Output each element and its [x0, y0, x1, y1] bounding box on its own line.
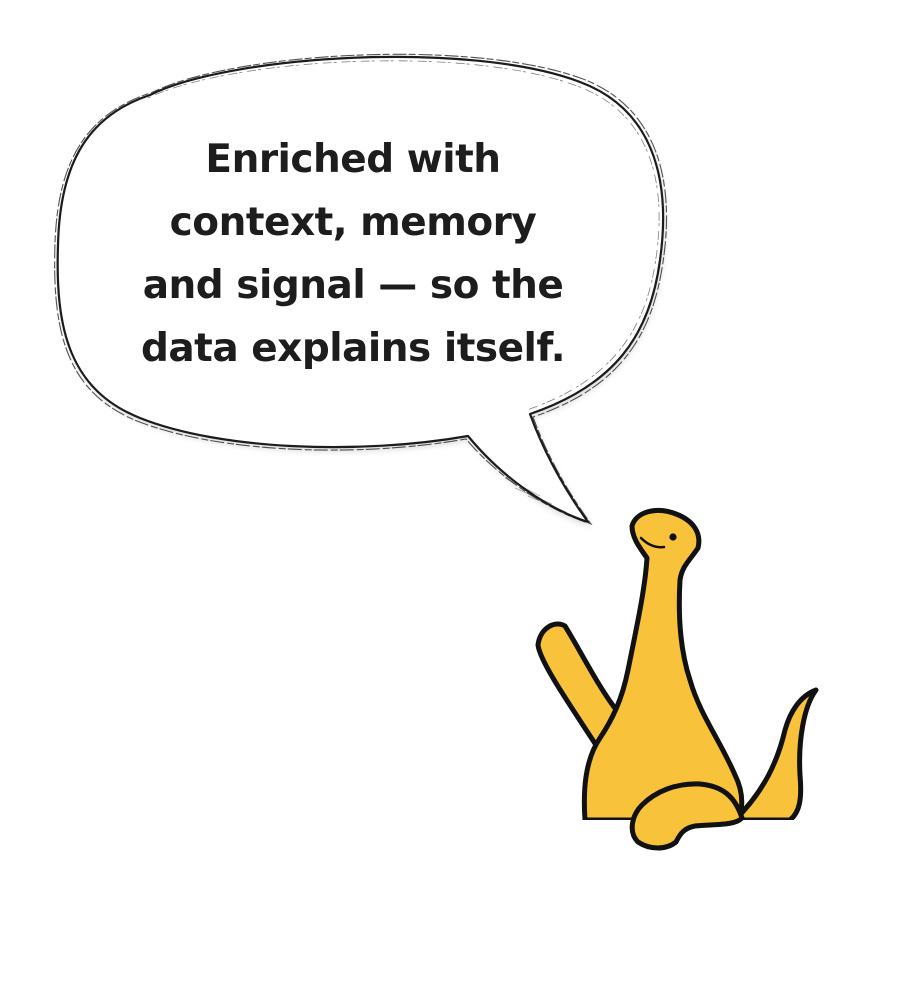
dinosaur-mascot-icon	[535, 508, 820, 851]
bubble-line-3: and signal — so the	[142, 263, 564, 308]
speech-bubble-text: Enriched with context, memory and signal…	[120, 128, 586, 380]
bubble-line-1: Enriched with	[205, 137, 501, 182]
bubble-line-2: context, memory	[169, 200, 537, 245]
bubble-line-4: data explains itself.	[140, 326, 566, 371]
